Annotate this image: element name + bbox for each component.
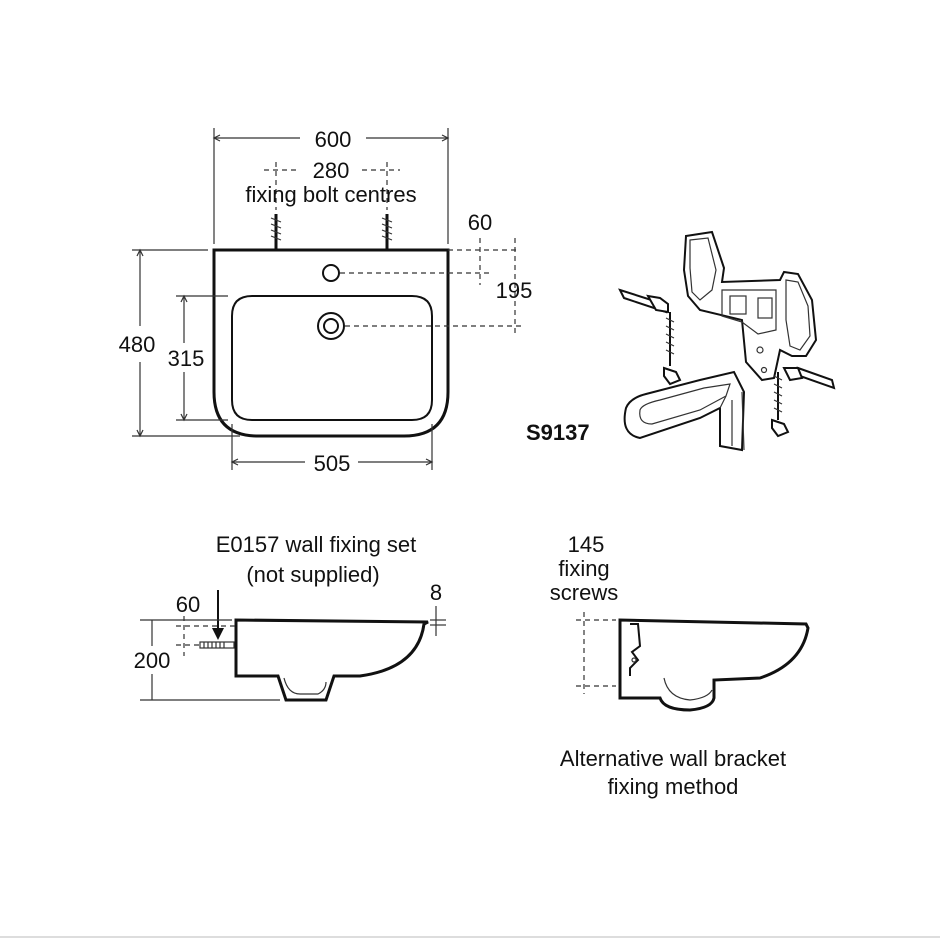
fixing-set-label-1: E0157 wall fixing set	[216, 532, 417, 557]
dim-195	[345, 238, 522, 334]
side-profile	[234, 618, 429, 702]
bracket-back-plate	[682, 230, 818, 382]
alt-bracket	[629, 623, 642, 676]
waste-inner	[323, 318, 339, 334]
alt-caption-2: fixing method	[608, 774, 739, 799]
bracket-code-label: S9137	[526, 420, 590, 445]
screws-value-label: 145	[568, 532, 605, 557]
dim-505-label: 505	[314, 451, 351, 476]
bracket-bolt-left	[618, 288, 682, 386]
dim-60-tap-label: 60	[468, 210, 492, 235]
dim-505	[230, 424, 434, 470]
side-dim-60-label: 60	[176, 592, 200, 617]
bracket-bolt-right	[771, 366, 836, 438]
dim-195-label: 195	[496, 278, 533, 303]
dim-600-label: 600	[315, 127, 352, 152]
basin-outline	[212, 248, 450, 438]
screws-label-1: fixing	[558, 556, 609, 581]
dim-60-tap	[340, 238, 520, 285]
dim-280	[264, 162, 400, 210]
wall-fixing-screw	[199, 641, 235, 649]
dim-315-label: 315	[168, 346, 205, 371]
alt-view: 145 fixing screws Alternative wall brack…	[550, 532, 810, 799]
dim-315	[176, 294, 228, 422]
bracket-illustration	[618, 230, 836, 452]
plan-view: 600 280 fixing bolt centres 60 195	[119, 127, 533, 476]
dim-480	[132, 248, 240, 438]
side-dim-8-label: 8	[430, 580, 442, 605]
side-dim-200-label: 200	[134, 648, 171, 673]
bolt-centres-caption: fixing bolt centres	[245, 182, 416, 207]
fixing-bolt-right	[381, 214, 393, 250]
fixing-set-label-2: (not supplied)	[246, 562, 379, 587]
leader-arrow	[212, 628, 224, 640]
bowl-outline	[231, 295, 433, 421]
alt-caption-1: Alternative wall bracket	[560, 746, 786, 771]
screws-label-2: screws	[550, 580, 618, 605]
tap-hole	[322, 264, 340, 282]
dim-280-label: 280	[313, 158, 350, 183]
fixing-bolt-left	[270, 214, 282, 250]
bracket-support-arm	[623, 370, 746, 452]
waste-outer	[317, 312, 345, 340]
alt-side-profile	[618, 618, 810, 712]
dim-600	[212, 128, 450, 244]
dim-480-label: 480	[119, 332, 156, 357]
side-view: E0157 wall fixing set (not supplied) 60 …	[134, 532, 446, 702]
